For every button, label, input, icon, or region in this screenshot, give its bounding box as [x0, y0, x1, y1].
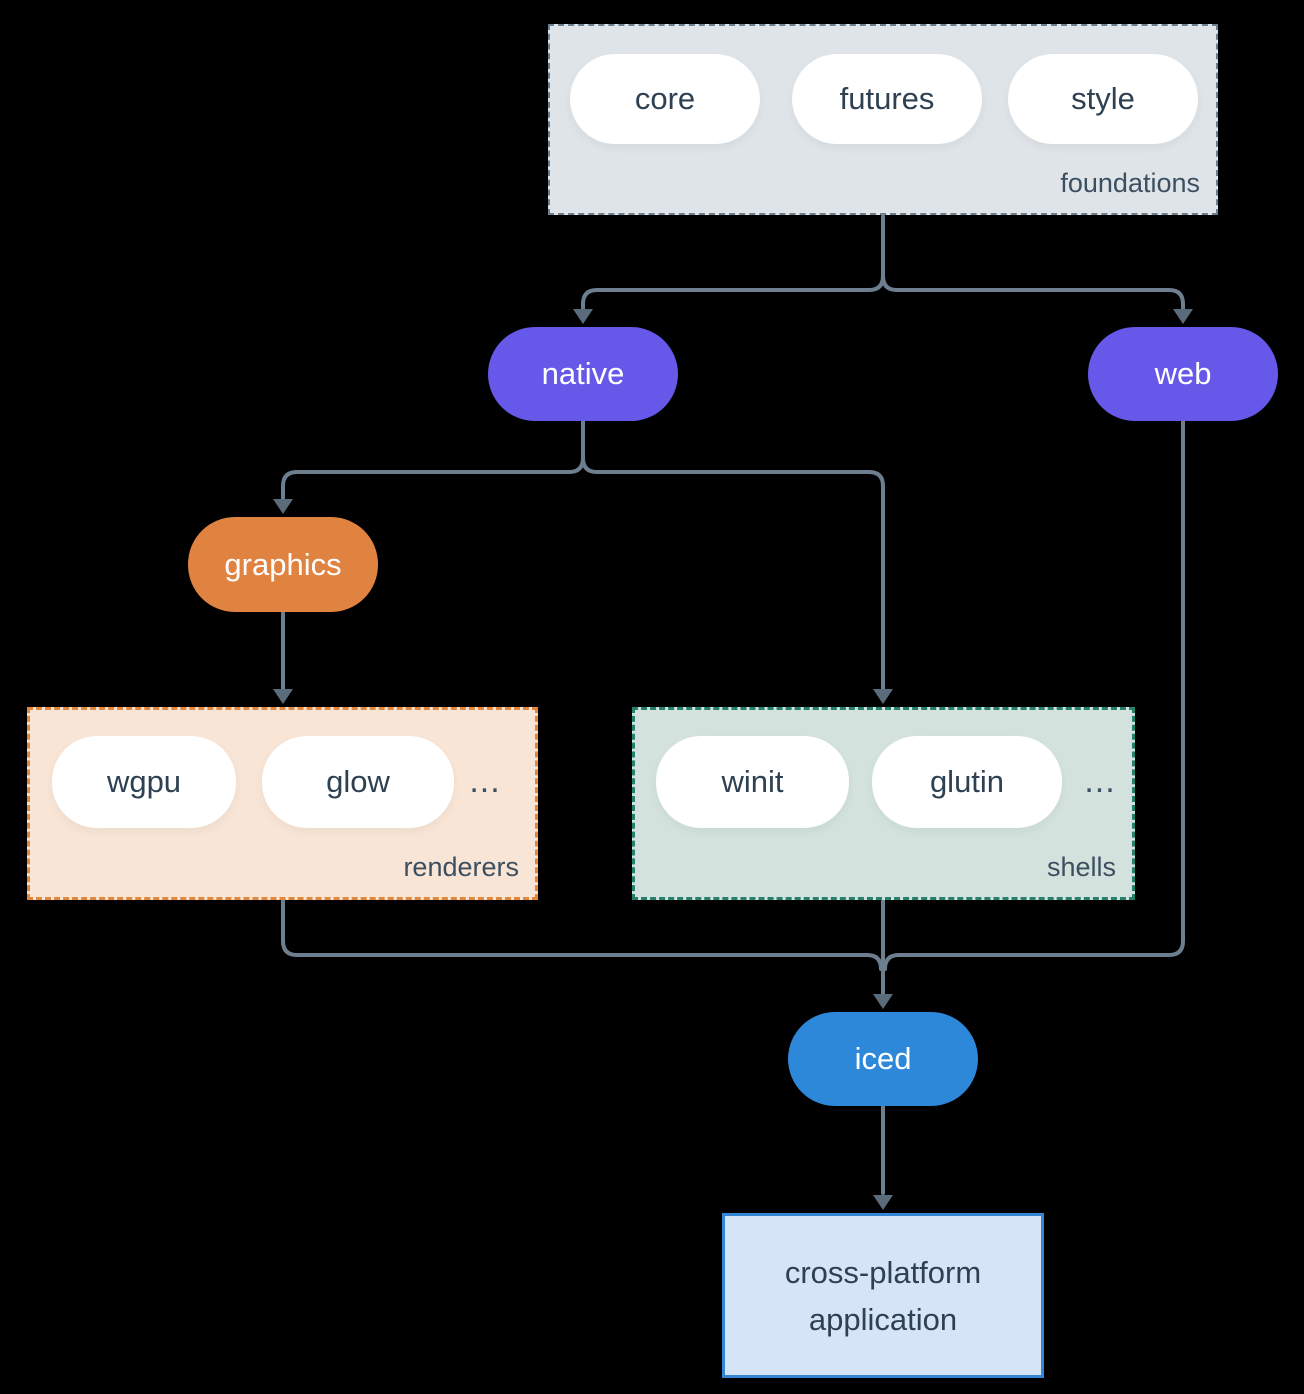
- edge-foundations-web: [881, 274, 1185, 313]
- node-native: native: [488, 327, 678, 421]
- edge-web-merge: [883, 419, 1185, 971]
- foundations-label: foundations: [1060, 168, 1200, 198]
- node-cross-platform-application: cross-platform application: [722, 1213, 1044, 1378]
- node-web: web: [1088, 327, 1278, 421]
- node-iced: iced: [788, 1012, 978, 1106]
- edge-renderers-merge: [281, 899, 883, 971]
- app-label-line2: application: [808, 1301, 958, 1337]
- renderers-label: renderers: [403, 852, 519, 882]
- arrowhead-iced: [873, 994, 893, 1009]
- arrowhead-renderers: [273, 689, 293, 704]
- arrowhead-shells: [873, 689, 893, 704]
- shells-label: shells: [1046, 852, 1116, 882]
- node-glow: glow: [262, 736, 454, 828]
- arrowhead-web: [1173, 309, 1193, 324]
- node-style: style: [1008, 54, 1198, 144]
- edge-native-shells: [581, 456, 885, 692]
- renderers-ellipsis: ...: [469, 762, 501, 800]
- node-glutin: glutin: [872, 736, 1062, 828]
- arrowhead-app: [873, 1195, 893, 1210]
- app-label-line1: cross-platform: [784, 1254, 982, 1290]
- edge-native-graphics: [281, 456, 585, 502]
- shells-ellipsis: ...: [1084, 762, 1116, 800]
- arrowhead-native: [573, 309, 593, 324]
- node-winit: winit: [656, 736, 849, 828]
- node-core: core: [570, 54, 760, 144]
- node-wgpu: wgpu: [52, 736, 236, 828]
- arrowhead-graphics: [273, 499, 293, 514]
- edge-foundations-native: [581, 274, 885, 313]
- node-graphics: graphics: [188, 517, 378, 612]
- node-futures: futures: [792, 54, 982, 144]
